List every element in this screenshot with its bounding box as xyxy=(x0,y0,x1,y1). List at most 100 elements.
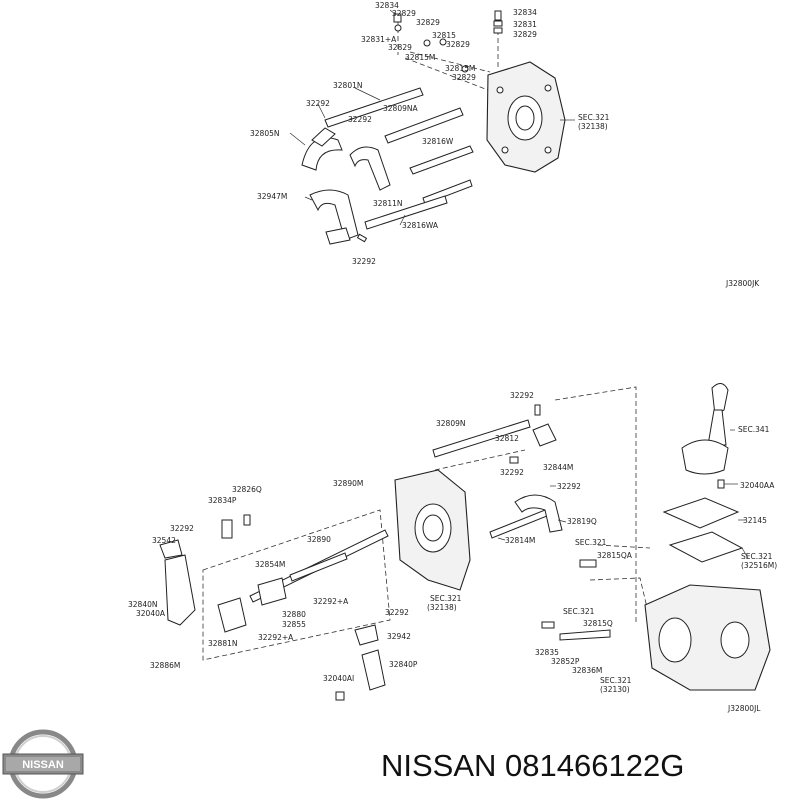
part-label: 32854M xyxy=(255,560,285,569)
part-label: 32040AI xyxy=(323,674,354,683)
shift-fork xyxy=(514,494,563,533)
leader-line xyxy=(497,537,506,541)
lever-bracket xyxy=(361,649,386,691)
part-label: 32809N xyxy=(436,419,465,428)
bolt-part xyxy=(494,10,502,21)
bolt-part xyxy=(717,479,725,489)
part-label: 32829 xyxy=(388,43,412,52)
part-label: 32836M xyxy=(572,666,602,675)
ball-part xyxy=(509,456,519,464)
part-label: 32292 xyxy=(170,524,194,533)
part-label: 32831+A xyxy=(361,35,397,44)
top-diagram: 32834 32829 32831+A 32829 32815 32829 32… xyxy=(250,1,760,288)
part-label: 32829 xyxy=(392,9,416,18)
bracket-part xyxy=(159,539,183,559)
lever-bracket xyxy=(164,554,196,626)
bolt-part xyxy=(335,691,345,701)
part-label: 32292 xyxy=(510,391,534,400)
ball-part xyxy=(461,65,469,73)
part-number-title: NISSAN 081466122G xyxy=(381,748,684,783)
washer-part xyxy=(493,20,503,27)
part-label: 32886M xyxy=(150,661,180,670)
assembly-frame xyxy=(202,509,391,661)
fork-pad xyxy=(325,227,351,245)
leader-line xyxy=(557,519,567,523)
transmission-case xyxy=(644,584,771,691)
cover-plate xyxy=(668,531,744,563)
case-bore xyxy=(720,621,750,659)
bracket-part xyxy=(532,423,557,447)
part-label: 32811N xyxy=(373,199,402,208)
housing-hole xyxy=(544,146,552,154)
housing-hole xyxy=(496,86,504,94)
bolt-part xyxy=(243,514,251,526)
part-label: 32815 xyxy=(432,31,456,40)
shift-rod xyxy=(432,419,531,458)
case-bore xyxy=(658,617,692,663)
leader-line xyxy=(317,103,326,119)
shift-knob xyxy=(711,383,729,416)
part-label: 32942 xyxy=(387,632,411,641)
part-label: 32881N xyxy=(208,639,237,648)
part-label: 32835 xyxy=(535,648,559,657)
part-label: 32815Q xyxy=(583,619,613,628)
shift-rod xyxy=(384,107,464,144)
part-label: 32844M xyxy=(543,463,573,472)
housing-hole xyxy=(544,84,552,92)
section-ref: SEC.321 xyxy=(741,552,773,561)
section-ref: (32516M) xyxy=(741,561,777,570)
roll-pin xyxy=(534,404,541,416)
part-label: 32809NA xyxy=(383,104,418,113)
part-label: 32292+A xyxy=(258,633,294,642)
part-label: 32815M xyxy=(405,53,435,62)
bolt-part xyxy=(541,621,555,629)
part-label: 32292 xyxy=(352,257,376,266)
part-label: 32292 xyxy=(500,468,524,477)
part-label: 32826Q xyxy=(232,485,262,494)
leader-line xyxy=(741,547,749,559)
shift-fork xyxy=(301,137,343,171)
section-ref: SEC.321 xyxy=(578,113,610,122)
ball-part xyxy=(439,38,447,46)
lever-gasket xyxy=(662,497,740,529)
part-label: 32890M xyxy=(333,479,363,488)
diagram-code: J32800JL xyxy=(727,704,761,713)
part-label: 32834 xyxy=(513,8,537,17)
part-label: 32815QA xyxy=(597,551,633,560)
part-label: 32829 xyxy=(446,40,470,49)
shift-rod xyxy=(489,509,548,539)
shift-boot xyxy=(681,439,729,475)
brand-logo: NISSAN xyxy=(2,729,84,799)
part-label: 32855 xyxy=(282,620,306,629)
part-label: 32840N xyxy=(128,600,157,609)
part-label: 32819Q xyxy=(567,517,597,526)
washer-part xyxy=(493,27,503,34)
housing-bore-inner xyxy=(515,105,535,131)
part-label: 32880 xyxy=(282,610,306,619)
leader-line xyxy=(354,87,381,101)
logo-text: NISSAN xyxy=(22,759,64,771)
shift-rod xyxy=(422,179,473,205)
shift-rod xyxy=(364,195,448,230)
housing-hole xyxy=(501,146,509,154)
part-label: 32292 xyxy=(557,482,581,491)
part-label: 32145 xyxy=(743,516,767,525)
part-label: 32805N xyxy=(250,129,279,138)
part-label: 32890 xyxy=(307,535,331,544)
section-ref: (32138) xyxy=(427,603,457,612)
part-label: 32812 xyxy=(495,434,519,443)
part-label: 32816WA xyxy=(402,221,439,230)
part-label: 32829 xyxy=(513,30,537,39)
shift-rod xyxy=(409,145,474,175)
part-label: 32292 xyxy=(348,115,372,124)
part-label: 32292 xyxy=(306,99,330,108)
part-label: 32840P xyxy=(389,660,418,669)
section-ref: SEC.321 xyxy=(430,594,462,603)
part-label: 32834P xyxy=(208,496,237,505)
shift-block xyxy=(257,577,287,606)
leader-line xyxy=(399,214,406,226)
part-label: 32815M xyxy=(445,64,475,73)
part-label: 32542 xyxy=(152,536,176,545)
